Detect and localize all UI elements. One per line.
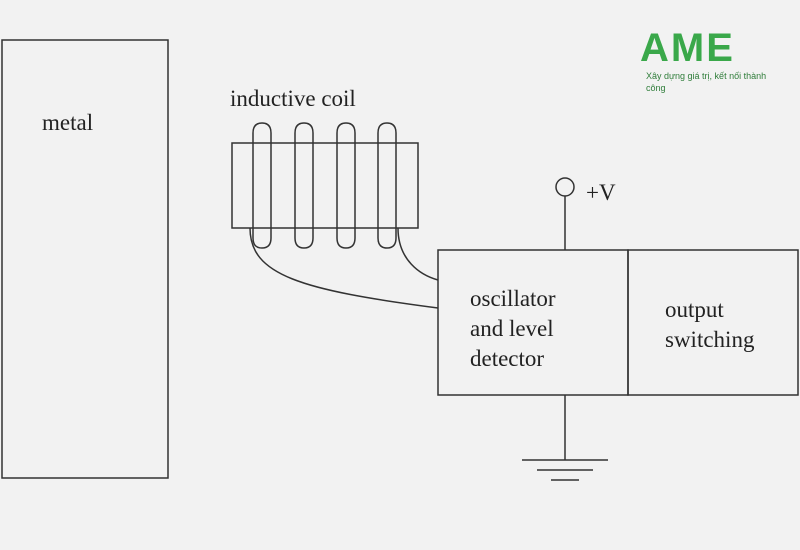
coil-core: [231, 142, 419, 229]
output-box: [627, 249, 799, 396]
oscillator-label-line: and level: [470, 316, 554, 341]
coil-loop: [252, 228, 272, 249]
coil-loop: [252, 122, 272, 143]
coil-lead-left: [249, 227, 439, 309]
logo-tagline: Xây dựng giá trị, kết nối thành công: [646, 71, 767, 93]
oscillator-label-line: oscillator: [470, 286, 556, 311]
coil-loop: [377, 122, 397, 143]
supply-terminal: [555, 177, 575, 197]
coil-loop: [377, 228, 397, 249]
supply-voltage-label: +V: [586, 180, 616, 205]
logo-text: AME: [640, 26, 735, 70]
coil-loop: [336, 228, 356, 249]
metal-block: [1, 39, 169, 479]
oscillator-label: oscillator and level detector: [470, 284, 556, 374]
inductive-coil-label: inductive coil: [230, 86, 356, 111]
coil-loop: [294, 122, 314, 143]
coil-loop: [336, 122, 356, 143]
coil-loop: [294, 228, 314, 249]
coil-lead-right: [397, 227, 439, 281]
output-label-line: switching: [665, 327, 755, 352]
output-label-line: output: [665, 297, 724, 322]
metal-label: metal: [42, 110, 94, 135]
ame-logo: AME Xây dựng giá trị, kết nối thành công: [640, 26, 770, 94]
coil-windings: [252, 122, 397, 249]
oscillator-label-line: detector: [470, 346, 545, 371]
output-switching-label: output switching: [665, 295, 754, 355]
ground-symbol: [522, 459, 608, 481]
